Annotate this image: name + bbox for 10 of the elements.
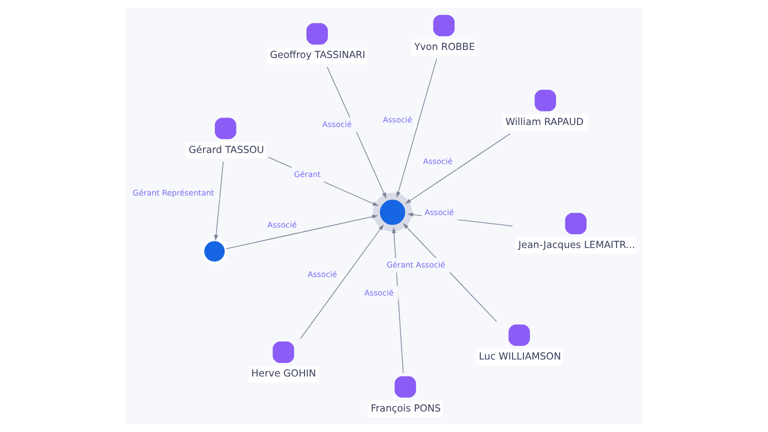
edge-label: Gérant Représentant bbox=[132, 188, 214, 198]
edge-label: Associé bbox=[424, 208, 454, 217]
edge-label: Associé bbox=[382, 116, 412, 125]
edge-label: Associé bbox=[322, 120, 352, 130]
edge-label: Gérant bbox=[293, 170, 320, 179]
edge-label: Gérant Associé bbox=[386, 260, 445, 270]
edge-label: Associé bbox=[364, 288, 394, 298]
edge-label: Associé bbox=[422, 157, 452, 166]
edge-label: Associé bbox=[266, 220, 296, 230]
edge-label: Associé bbox=[307, 270, 337, 279]
